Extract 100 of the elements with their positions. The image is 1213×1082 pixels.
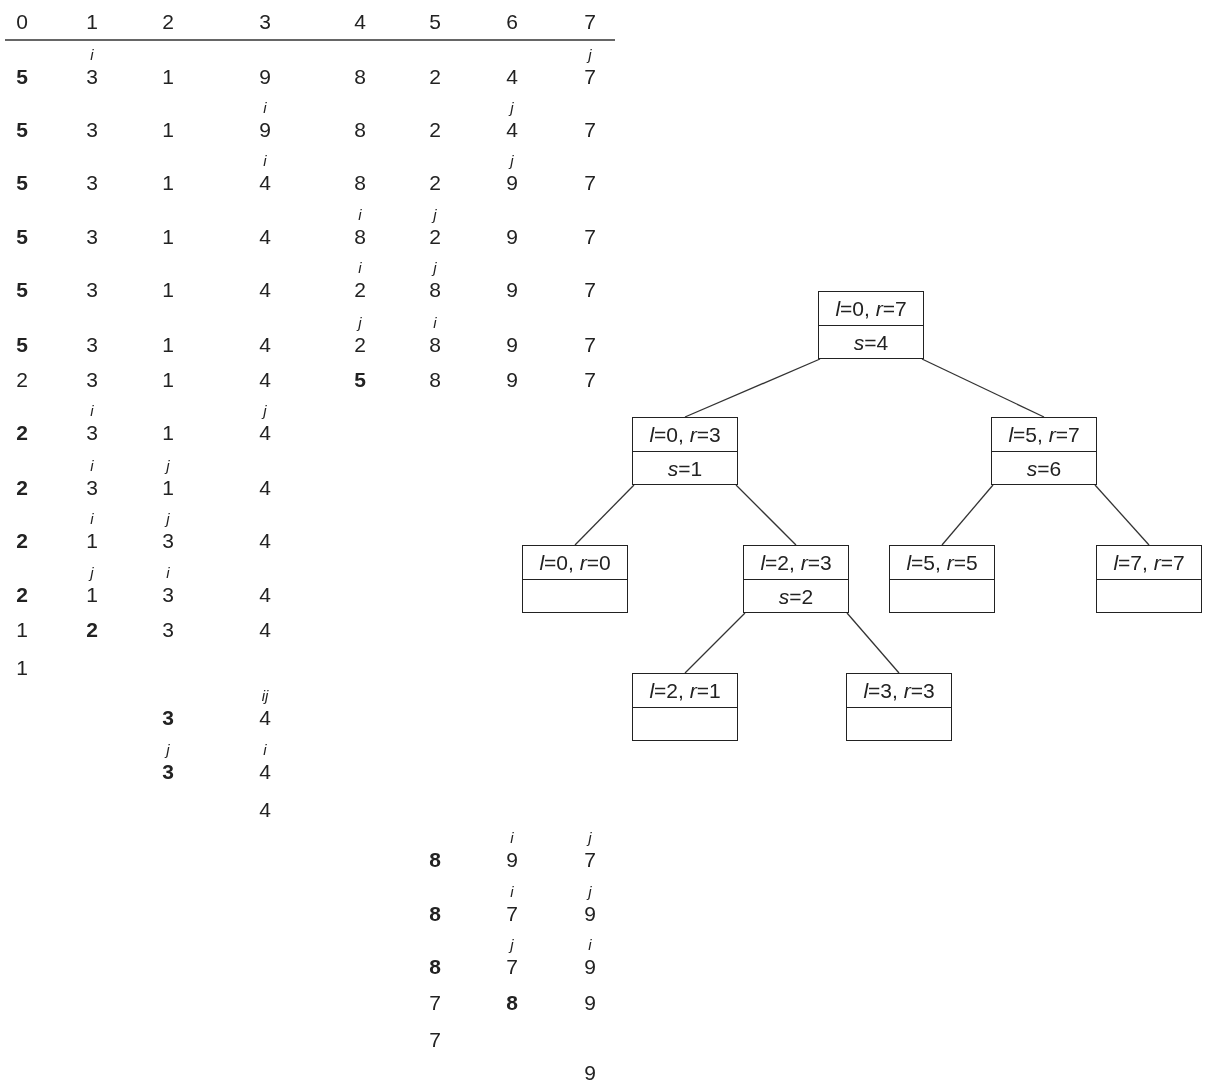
- array-value: 7: [505, 902, 519, 926]
- array-value: 4: [258, 706, 272, 730]
- array-value: 8: [353, 225, 367, 249]
- index-marker: i: [509, 830, 515, 846]
- index-marker: j: [585, 884, 593, 900]
- array-value: 7: [583, 333, 597, 357]
- column-index: 3: [258, 10, 272, 34]
- array-value: 7: [583, 848, 597, 872]
- array-value: 9: [505, 333, 519, 357]
- array-value: 8: [428, 333, 442, 357]
- recursion-call-box: l=5, r=7 s=6: [991, 417, 1097, 485]
- index-marker: i: [357, 207, 363, 223]
- index-marker: j: [355, 315, 363, 331]
- array-value: 3: [85, 225, 99, 249]
- index-marker: i: [89, 403, 95, 419]
- array-value: 7: [583, 225, 597, 249]
- array-value: 2: [15, 476, 29, 500]
- array-value: 7: [428, 991, 442, 1015]
- index-marker: ij: [260, 688, 270, 704]
- array-value: 9: [505, 278, 519, 302]
- column-index: 6: [505, 10, 519, 34]
- array-value: 9: [583, 991, 597, 1015]
- array-value: 2: [85, 618, 99, 642]
- array-value: 1: [161, 368, 175, 392]
- index-marker: j: [163, 742, 171, 758]
- array-value: 1: [161, 171, 175, 195]
- array-value: 1: [161, 118, 175, 142]
- array-value: 1: [161, 333, 175, 357]
- tree-edge: [684, 612, 746, 674]
- array-value: 9: [258, 65, 272, 89]
- array-value: 1: [161, 278, 175, 302]
- index-marker: j: [507, 937, 515, 953]
- array-value: 9: [583, 1061, 597, 1082]
- array-value: 1: [161, 421, 175, 445]
- array-value: 4: [505, 118, 519, 142]
- index-marker: i: [89, 47, 95, 63]
- array-value: 7: [428, 1028, 442, 1052]
- array-value: 2: [15, 529, 29, 553]
- array-value: 3: [85, 368, 99, 392]
- array-value: 7: [583, 278, 597, 302]
- array-value: 2: [428, 171, 442, 195]
- array-value: 3: [85, 171, 99, 195]
- tree-edge: [921, 358, 1045, 418]
- array-value: 4: [505, 65, 519, 89]
- array-value: 3: [85, 333, 99, 357]
- array-value: 3: [85, 421, 99, 445]
- index-marker: i: [432, 315, 438, 331]
- recursion-call-box: l=0, r=7 s=4: [818, 291, 924, 359]
- array-value: 2: [15, 421, 29, 445]
- array-value: 7: [583, 171, 597, 195]
- recursion-call-box: l=5, r=5: [889, 545, 995, 613]
- array-value: 7: [583, 118, 597, 142]
- index-marker: j: [87, 565, 95, 581]
- tree-edge: [846, 612, 900, 674]
- array-value: 3: [85, 278, 99, 302]
- recursion-call-box: l=0, r=3 s=1: [632, 417, 738, 485]
- array-value: 2: [428, 118, 442, 142]
- array-value: 3: [85, 65, 99, 89]
- column-index: 1: [85, 10, 99, 34]
- array-value: 8: [428, 902, 442, 926]
- array-value: 4: [258, 225, 272, 249]
- recursion-call-box: l=2, r=3 s=2: [743, 545, 849, 613]
- array-value: 3: [85, 118, 99, 142]
- index-marker: i: [509, 884, 515, 900]
- index-marker: j: [260, 403, 268, 419]
- index-marker: j: [430, 207, 438, 223]
- index-marker: i: [165, 565, 171, 581]
- array-value: 8: [428, 955, 442, 979]
- index-marker: j: [430, 260, 438, 276]
- array-value: 1: [85, 583, 99, 607]
- tree-edge: [735, 484, 797, 546]
- array-value: 9: [505, 225, 519, 249]
- array-value: 9: [583, 955, 597, 979]
- tree-edge: [684, 358, 821, 418]
- column-index: 2: [161, 10, 175, 34]
- index-marker: i: [262, 742, 268, 758]
- index-marker: j: [163, 511, 171, 527]
- array-value: 1: [161, 225, 175, 249]
- array-value: 5: [15, 65, 29, 89]
- array-value: 4: [258, 476, 272, 500]
- array-value: 2: [428, 65, 442, 89]
- array-value: 5: [15, 225, 29, 249]
- array-value: 8: [428, 278, 442, 302]
- index-marker: j: [507, 100, 515, 116]
- index-marker: i: [89, 458, 95, 474]
- array-value: 9: [258, 118, 272, 142]
- index-marker: i: [89, 511, 95, 527]
- array-value: 5: [15, 333, 29, 357]
- index-marker: i: [587, 937, 593, 953]
- array-value: 1: [85, 529, 99, 553]
- array-value: 8: [428, 848, 442, 872]
- array-value: 2: [428, 225, 442, 249]
- array-value: 9: [505, 171, 519, 195]
- array-value: 9: [583, 902, 597, 926]
- array-value: 1: [15, 656, 29, 680]
- array-value: 9: [505, 848, 519, 872]
- array-value: 4: [258, 618, 272, 642]
- column-index: 7: [583, 10, 597, 34]
- array-value: 8: [505, 991, 519, 1015]
- array-value: 4: [258, 583, 272, 607]
